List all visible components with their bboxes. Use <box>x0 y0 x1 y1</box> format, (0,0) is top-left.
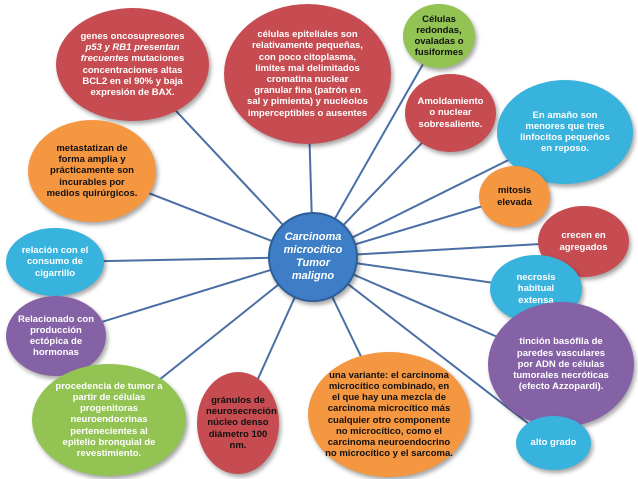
node-granulos: gránulos de neurosecreción núcleo denso … <box>197 372 279 474</box>
node-variante: una variante: el carcinoma microcítico c… <box>308 352 470 477</box>
node-label-hormonas: Relacionado con producción ectópica de h… <box>17 313 94 359</box>
node-label-mitosis: mitosis elevada <box>497 185 532 208</box>
node-label-tincion: tinción basófila de paredes vasculares p… <box>513 336 609 393</box>
node-label-amoldamiento: Amoldamiento o nuclear sobresaliente. <box>417 96 484 130</box>
node-amoldamiento: Amoldamiento o nuclear sobresaliente. <box>405 74 496 152</box>
node-label-alto-grado: alto grado <box>530 437 577 449</box>
node-hormonas: Relacionado con producción ectópica de h… <box>6 296 106 376</box>
node-label-celulas-epiteliales: células epiteliales son relativamente pe… <box>247 29 368 119</box>
node-label-procedencia: procedencia de tumor a partir de células… <box>55 380 163 459</box>
node-label-variante: una variante: el carcinoma microcítico c… <box>325 369 453 460</box>
node-alto-grado: alto grado <box>516 416 591 470</box>
node-label-granulos: gránulos de neurosecreción núcleo denso … <box>206 394 277 451</box>
node-label-agregados: crecen en agregados <box>559 230 608 253</box>
node-tamano: En amaño son menores que tres linfocitos… <box>497 80 633 184</box>
center-label: Carcinoma microcítico Tumor maligno <box>283 231 343 282</box>
node-procedencia: procedencia de tumor a partir de células… <box>32 364 186 476</box>
node-tincion: tinción basófila de paredes vasculares p… <box>488 302 634 427</box>
node-label-metastatizan: metastatizan de forma amplia y prácticam… <box>46 142 138 199</box>
node-mitosis: mitosis elevada <box>479 166 550 227</box>
node-label-cigarrillo: relación con el consumo de cigarrillo <box>21 245 89 279</box>
node-celulas-epiteliales: células epiteliales son relativamente pe… <box>224 4 391 144</box>
node-redondas: Células redondas, ovaladas o fusiformes <box>403 4 475 68</box>
node-label-necrosis: necrosis habitual extensa <box>516 272 556 306</box>
node-label-redondas: Células redondas, ovaladas o fusiformes <box>414 13 464 59</box>
node-oncosupresores: genes oncosupresores p53 y RB1 presentan… <box>56 8 209 121</box>
node-label-tamano: En amaño son menores que tres linfocitos… <box>520 109 610 155</box>
node-cigarrillo: relación con el consumo de cigarrillo <box>6 228 104 296</box>
node-agregados: crecen en agregados <box>538 206 629 277</box>
node-center: Carcinoma microcítico Tumor maligno <box>268 212 358 302</box>
node-label-oncosupresores: genes oncosupresores p53 y RB1 presentan… <box>80 30 185 98</box>
node-metastatizan: metastatizan de forma amplia y prácticam… <box>28 120 156 222</box>
